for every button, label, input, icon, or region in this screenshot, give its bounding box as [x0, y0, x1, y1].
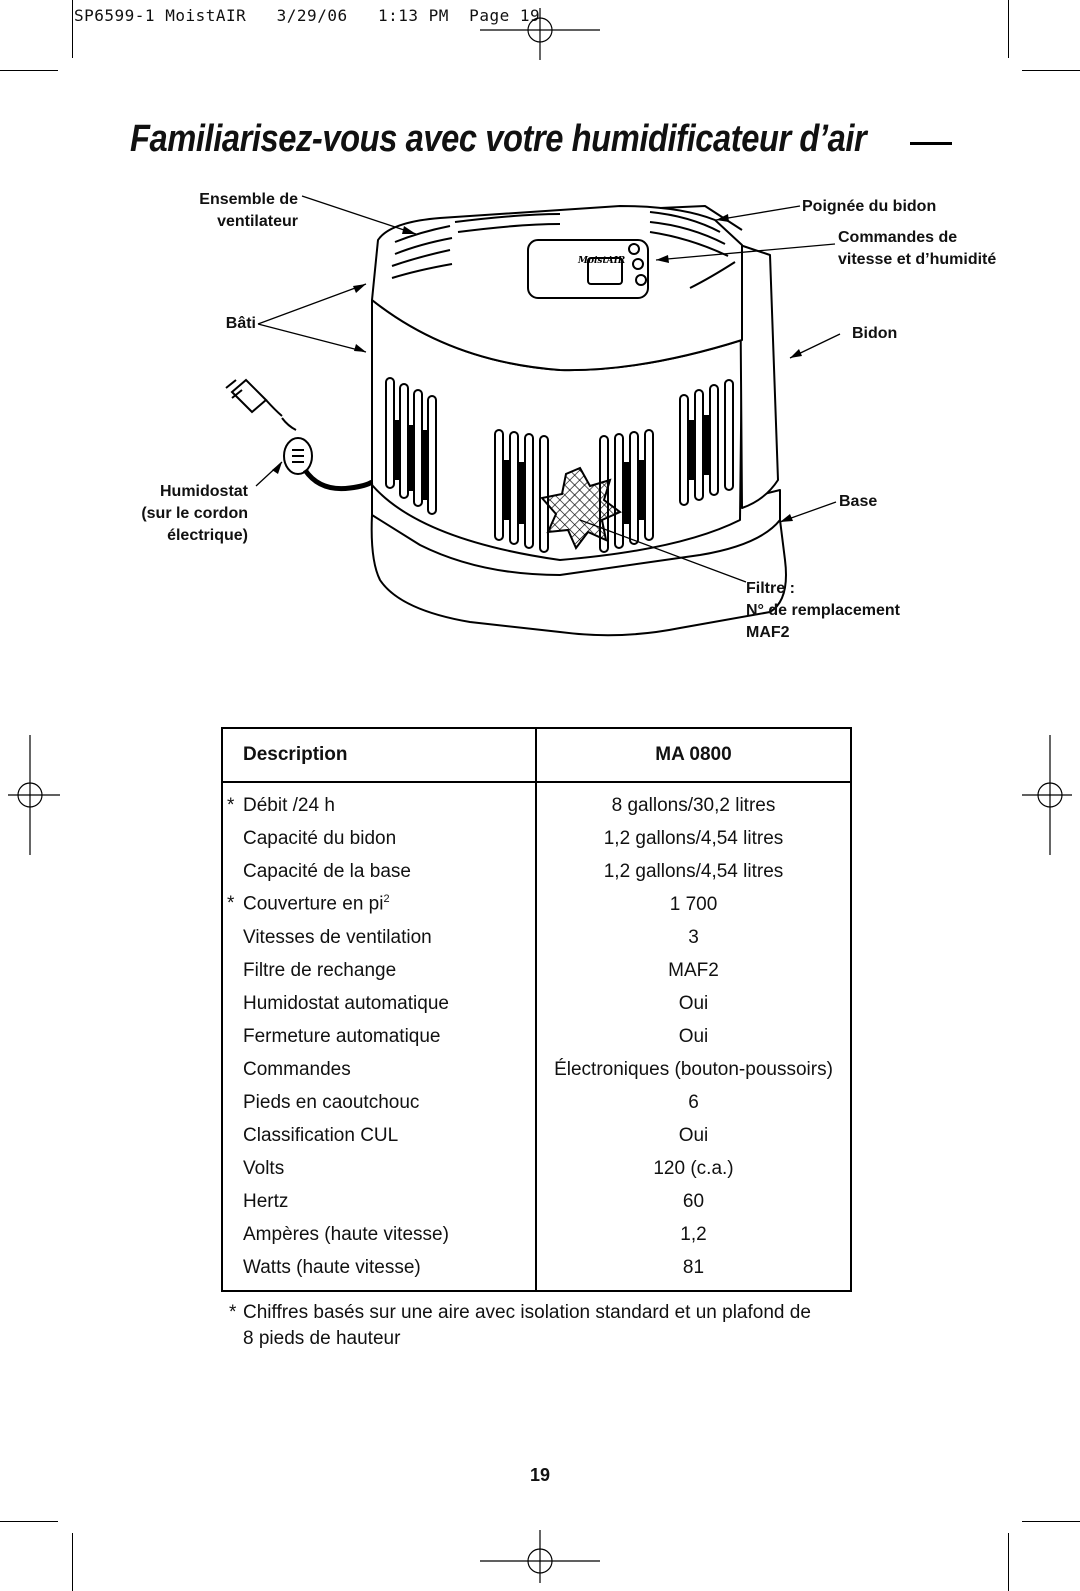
row-value: 60 [682, 1190, 705, 1212]
row-value: MAF2 [668, 959, 719, 981]
row-value: 3 [688, 926, 699, 948]
label-body: Bâti [225, 315, 256, 332]
table-row: Vitesses de ventilation 3 [222, 921, 851, 954]
row-label-text: Pieds en caoutchouc [243, 1091, 420, 1113]
row-label: Pieds en caoutchouc [222, 1086, 537, 1119]
table-row: Watts (haute vitesse) 81 [222, 1251, 851, 1291]
row-label-text: Couverture en pi [243, 893, 384, 915]
row-label: Ampères (haute vitesse) [222, 1218, 537, 1251]
row-label-text: Capacité de la base [243, 860, 411, 882]
row-label-text: Fermeture automatique [243, 1025, 441, 1047]
row-value: 8 gallons/30,2 litres [611, 794, 776, 816]
page-number: 19 [529, 1465, 551, 1485]
table-row: Capacité de la base 1,2 gallons/4,54 litr… [222, 855, 851, 888]
table-row: Ampères (haute vitesse) 1,2 [222, 1218, 851, 1251]
row-label: * Débit /24 h [222, 782, 537, 822]
row-star: * [227, 893, 235, 915]
label-handle: Poignée du bidon [802, 198, 937, 215]
row-value: Électroniques (bouton-poussoirs) [554, 1058, 833, 1080]
row-value: Oui [678, 1124, 709, 1146]
table-row: * Couverture en pi2 1 700 [222, 888, 851, 921]
row-label-text: Vitesses de ventilation [243, 926, 432, 948]
row-label-text: Capacité du bidon [243, 827, 397, 849]
row-label: Humidostat automatique [222, 987, 537, 1020]
row-star: * [227, 794, 235, 816]
row-label-text: Filtre de rechange [243, 959, 397, 981]
row-label-text: Débit /24 h [243, 794, 335, 816]
row-label: Volts [222, 1152, 537, 1185]
row-superscript: 2 [383, 893, 390, 906]
table-row: Classification CUL Oui [222, 1119, 851, 1152]
row-label: * Couverture en pi2 [222, 888, 537, 921]
row-label-text: Humidostat automatique [243, 992, 449, 1014]
header-model: MA 0800 [536, 728, 851, 783]
row-label: Filtre de rechange [222, 954, 537, 987]
label-tank: Bidon [852, 325, 898, 342]
table-row: * Débit /24 h 8 gallons/30,2 litres [222, 782, 851, 822]
table-row: Pieds en caoutchouc 6 [222, 1086, 851, 1119]
row-value: 1,2 gallons/4,54 litres [603, 860, 784, 882]
row-label: Commandes [222, 1053, 537, 1086]
page-title: Familiarisez-vous avec votre humidificat… [130, 118, 867, 160]
specifications-table: Description MA 0800 * Débit /24 h 8 gallon… [221, 727, 852, 1292]
table-row: Fermeture automatique Oui [222, 1020, 851, 1053]
row-label-text: Classification CUL [243, 1124, 399, 1146]
table-row: Humidostat automatique Oui [222, 987, 851, 1020]
base-shape [370, 514, 787, 637]
row-label: Capacité du bidon [222, 822, 537, 855]
row-value: 81 [682, 1256, 705, 1278]
row-label: Vitesses de ventilation [222, 921, 537, 954]
row-value: 1,2 gallons/4,54 litres [603, 827, 784, 849]
row-value: 120 (c.a.) [653, 1157, 734, 1179]
row-label: Watts (haute vitesse) [222, 1251, 537, 1291]
table-row: Volts 120 (c.a.) [222, 1152, 851, 1185]
brand-logo: MoistAIR [577, 256, 626, 266]
title-rule [910, 142, 952, 145]
row-label-text: Commandes [243, 1058, 351, 1080]
row-label: Hertz [222, 1185, 537, 1218]
row-value: 6 [688, 1091, 699, 1113]
power-cord-shape [225, 378, 313, 475]
label-base: Base [839, 493, 878, 510]
row-label: Capacité de la base [222, 855, 537, 888]
row-value: Oui [678, 992, 709, 1014]
table-row: Commandes Électroniques (bouton-poussoirs… [222, 1053, 851, 1086]
row-label: Classification CUL [222, 1119, 537, 1152]
table-row: Hertz 60 [222, 1185, 851, 1218]
footnote-line-2: 8 pieds de hauteur [243, 1328, 401, 1349]
row-label-text: Volts [243, 1157, 285, 1179]
table-row: Filtre de rechange MAF2 [222, 954, 851, 987]
row-value: 1,2 [680, 1223, 707, 1245]
row-label-text: Ampères (haute vitesse) [243, 1223, 449, 1245]
print-slug: SP6599-1 MoistAIR 3/29/06 1:13 PM Page 1… [74, 6, 541, 25]
footnote-marker: * [229, 1302, 237, 1323]
table-row: Capacité du bidon 1,2 gallons/4,54 litres [222, 822, 851, 855]
row-value: 1 700 [669, 893, 718, 915]
footnote: * Chiffres basés sur une aire avec isola… [229, 1300, 849, 1352]
row-label-text: Watts (haute vitesse) [243, 1256, 421, 1278]
tank-shape [739, 244, 779, 509]
footnote-line-1: Chiffres basés sur une aire avec isolati… [243, 1302, 811, 1323]
table-header-row: Description MA 0800 [222, 728, 851, 783]
row-label-text: Hertz [243, 1190, 289, 1212]
row-value: Oui [678, 1025, 709, 1047]
header-description: Description [222, 728, 537, 783]
row-label: Fermeture automatique [222, 1020, 537, 1053]
